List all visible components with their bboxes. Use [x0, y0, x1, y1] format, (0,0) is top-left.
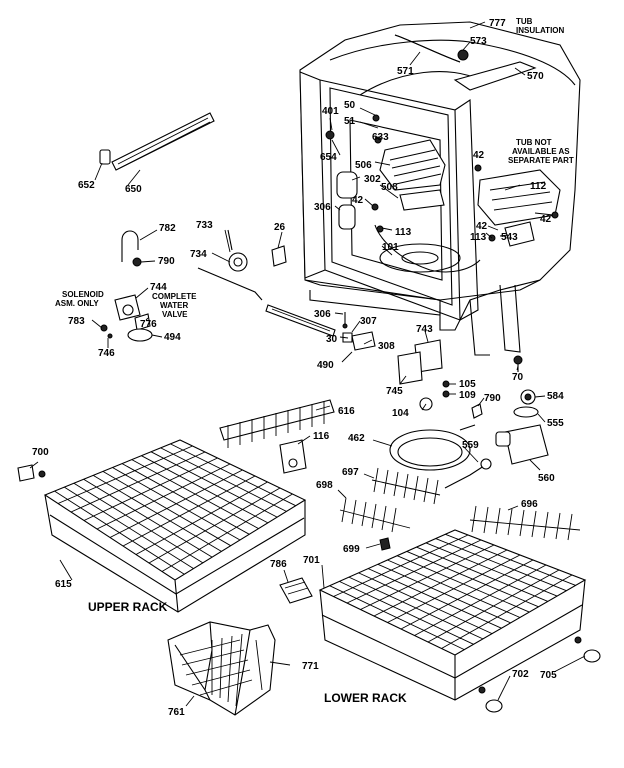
part-label-462: 462	[348, 433, 365, 444]
part-label-308: 308	[378, 341, 395, 352]
part-label-616: 616	[338, 406, 355, 417]
part-label-744: 744	[150, 282, 167, 293]
note-tub-insulation-line2: INSULATION	[516, 26, 565, 35]
part-label-51: 51	[344, 116, 356, 127]
part-label-790-b: 790	[484, 393, 501, 404]
part-label-307: 307	[360, 316, 377, 327]
part-label-543: 543	[501, 232, 518, 243]
part-label-555: 555	[547, 418, 564, 429]
part-label-790-a: 790	[158, 256, 175, 267]
part-label-782: 782	[159, 223, 176, 234]
part-label-42-a: 42	[352, 195, 364, 206]
part-label-777: 777	[489, 18, 506, 29]
note-solenoid-line1: SOLENOID	[62, 290, 104, 299]
note-tub-not-available-line2: AVAILABLE AS	[512, 147, 570, 156]
part-label-26: 26	[274, 222, 286, 233]
silverware-basket	[167, 621, 276, 716]
part-label-699: 699	[343, 544, 360, 555]
part-label-654: 654	[320, 152, 337, 163]
left-parts	[99, 112, 336, 342]
part-label-42-b: 42	[473, 150, 485, 161]
part-label-101: 101	[382, 242, 399, 253]
rack-accessories	[17, 399, 581, 604]
part-label-584: 584	[547, 391, 564, 402]
part-label-573: 573	[470, 36, 487, 47]
part-label-786: 786	[270, 559, 287, 570]
note-complete-valve-line3: VALVE	[162, 310, 188, 319]
part-label-734: 734	[190, 249, 207, 260]
part-label-105: 105	[459, 379, 476, 390]
upper-rack	[43, 439, 307, 613]
notes: TUB INSULATION TUB NOT AVAILABLE AS SEPA…	[55, 17, 574, 319]
part-label-70: 70	[512, 372, 524, 383]
part-label-650: 650	[125, 184, 142, 195]
lower-rack	[318, 529, 601, 713]
part-label-306-a: 306	[314, 202, 331, 213]
part-label-705: 705	[540, 670, 557, 681]
part-label-745: 745	[386, 386, 403, 397]
part-label-697: 697	[342, 467, 359, 478]
part-label-50: 50	[344, 100, 356, 111]
part-label-494: 494	[164, 332, 181, 343]
part-label-30: 30	[326, 334, 338, 345]
part-label-776: 776	[140, 319, 157, 330]
part-label-112: 112	[530, 181, 547, 192]
part-label-116: 116	[313, 431, 330, 442]
part-label-113-b: 113	[470, 232, 487, 243]
tub-assembly	[299, 21, 581, 385]
part-label-701: 701	[303, 555, 320, 566]
note-tub-not-available-line3: SEPARATE PART	[508, 156, 574, 165]
section-title-upper-rack: UPPER RACK	[88, 600, 168, 614]
part-label-508: 508	[381, 182, 398, 193]
part-label-696: 696	[521, 499, 538, 510]
note-complete-valve-line1: COMPLETE	[152, 292, 197, 301]
part-label-700: 700	[32, 447, 49, 458]
part-label-306-b: 306	[314, 309, 331, 320]
part-label-633: 633	[372, 132, 389, 143]
part-label-746: 746	[98, 348, 115, 359]
part-label-652: 652	[78, 180, 95, 191]
part-label-302: 302	[364, 174, 381, 185]
part-label-113-a: 113	[395, 227, 412, 238]
part-label-743: 743	[416, 324, 433, 335]
part-label-401: 401	[322, 106, 339, 117]
note-solenoid-line2: ASM. ONLY	[55, 299, 99, 308]
leader-lines	[29, 21, 586, 707]
section-title-lower-rack: LOWER RACK	[324, 691, 407, 705]
part-label-490: 490	[317, 360, 334, 371]
part-label-783: 783	[68, 316, 85, 327]
note-tub-not-available-line1: TUB NOT	[516, 138, 552, 147]
part-label-615: 615	[55, 579, 72, 590]
note-tub-insulation-line1: TUB	[516, 17, 533, 26]
part-labels: 777 573 571 570 401 50 51 633 654 506 42…	[32, 18, 564, 718]
part-label-698: 698	[316, 480, 333, 491]
part-label-42-c: 42	[476, 221, 488, 232]
part-label-42-d: 42	[540, 214, 552, 225]
part-label-560: 560	[538, 473, 555, 484]
part-label-771: 771	[302, 661, 319, 672]
upper-rack-wires	[54, 443, 296, 575]
part-label-571: 571	[397, 66, 414, 77]
note-complete-valve-line2: WATER	[160, 301, 189, 310]
part-label-104: 104	[392, 408, 409, 419]
part-label-570: 570	[527, 71, 544, 82]
part-label-761: 761	[168, 707, 185, 718]
part-label-733: 733	[196, 220, 213, 231]
lower-rack-wires	[329, 533, 576, 651]
part-label-506: 506	[355, 160, 372, 171]
part-label-109: 109	[459, 390, 476, 401]
part-label-559: 559	[462, 440, 479, 451]
part-label-702: 702	[512, 669, 529, 680]
